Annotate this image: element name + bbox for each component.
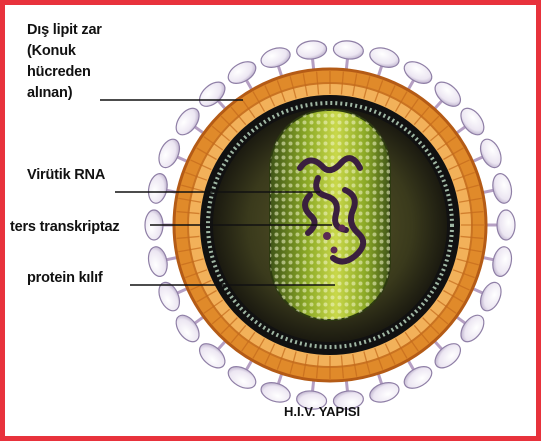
glycoprotein-knob	[195, 338, 229, 373]
label-capsid: protein kılıf	[27, 268, 103, 289]
capsid-texture	[270, 110, 390, 320]
diagram-caption: H.I.V. YAPISI	[284, 404, 360, 419]
glycoprotein-knob	[431, 77, 465, 112]
label-reverse-transcriptase: ters transkriptaz	[10, 217, 119, 238]
label-lipid-envelope: Dış lipit zar (Konuk hücreden alınan)	[27, 20, 137, 104]
label-viral-rna: Virütik RNA	[27, 165, 105, 186]
glycoprotein-knob	[195, 77, 229, 112]
glycoprotein-knob	[431, 338, 465, 373]
